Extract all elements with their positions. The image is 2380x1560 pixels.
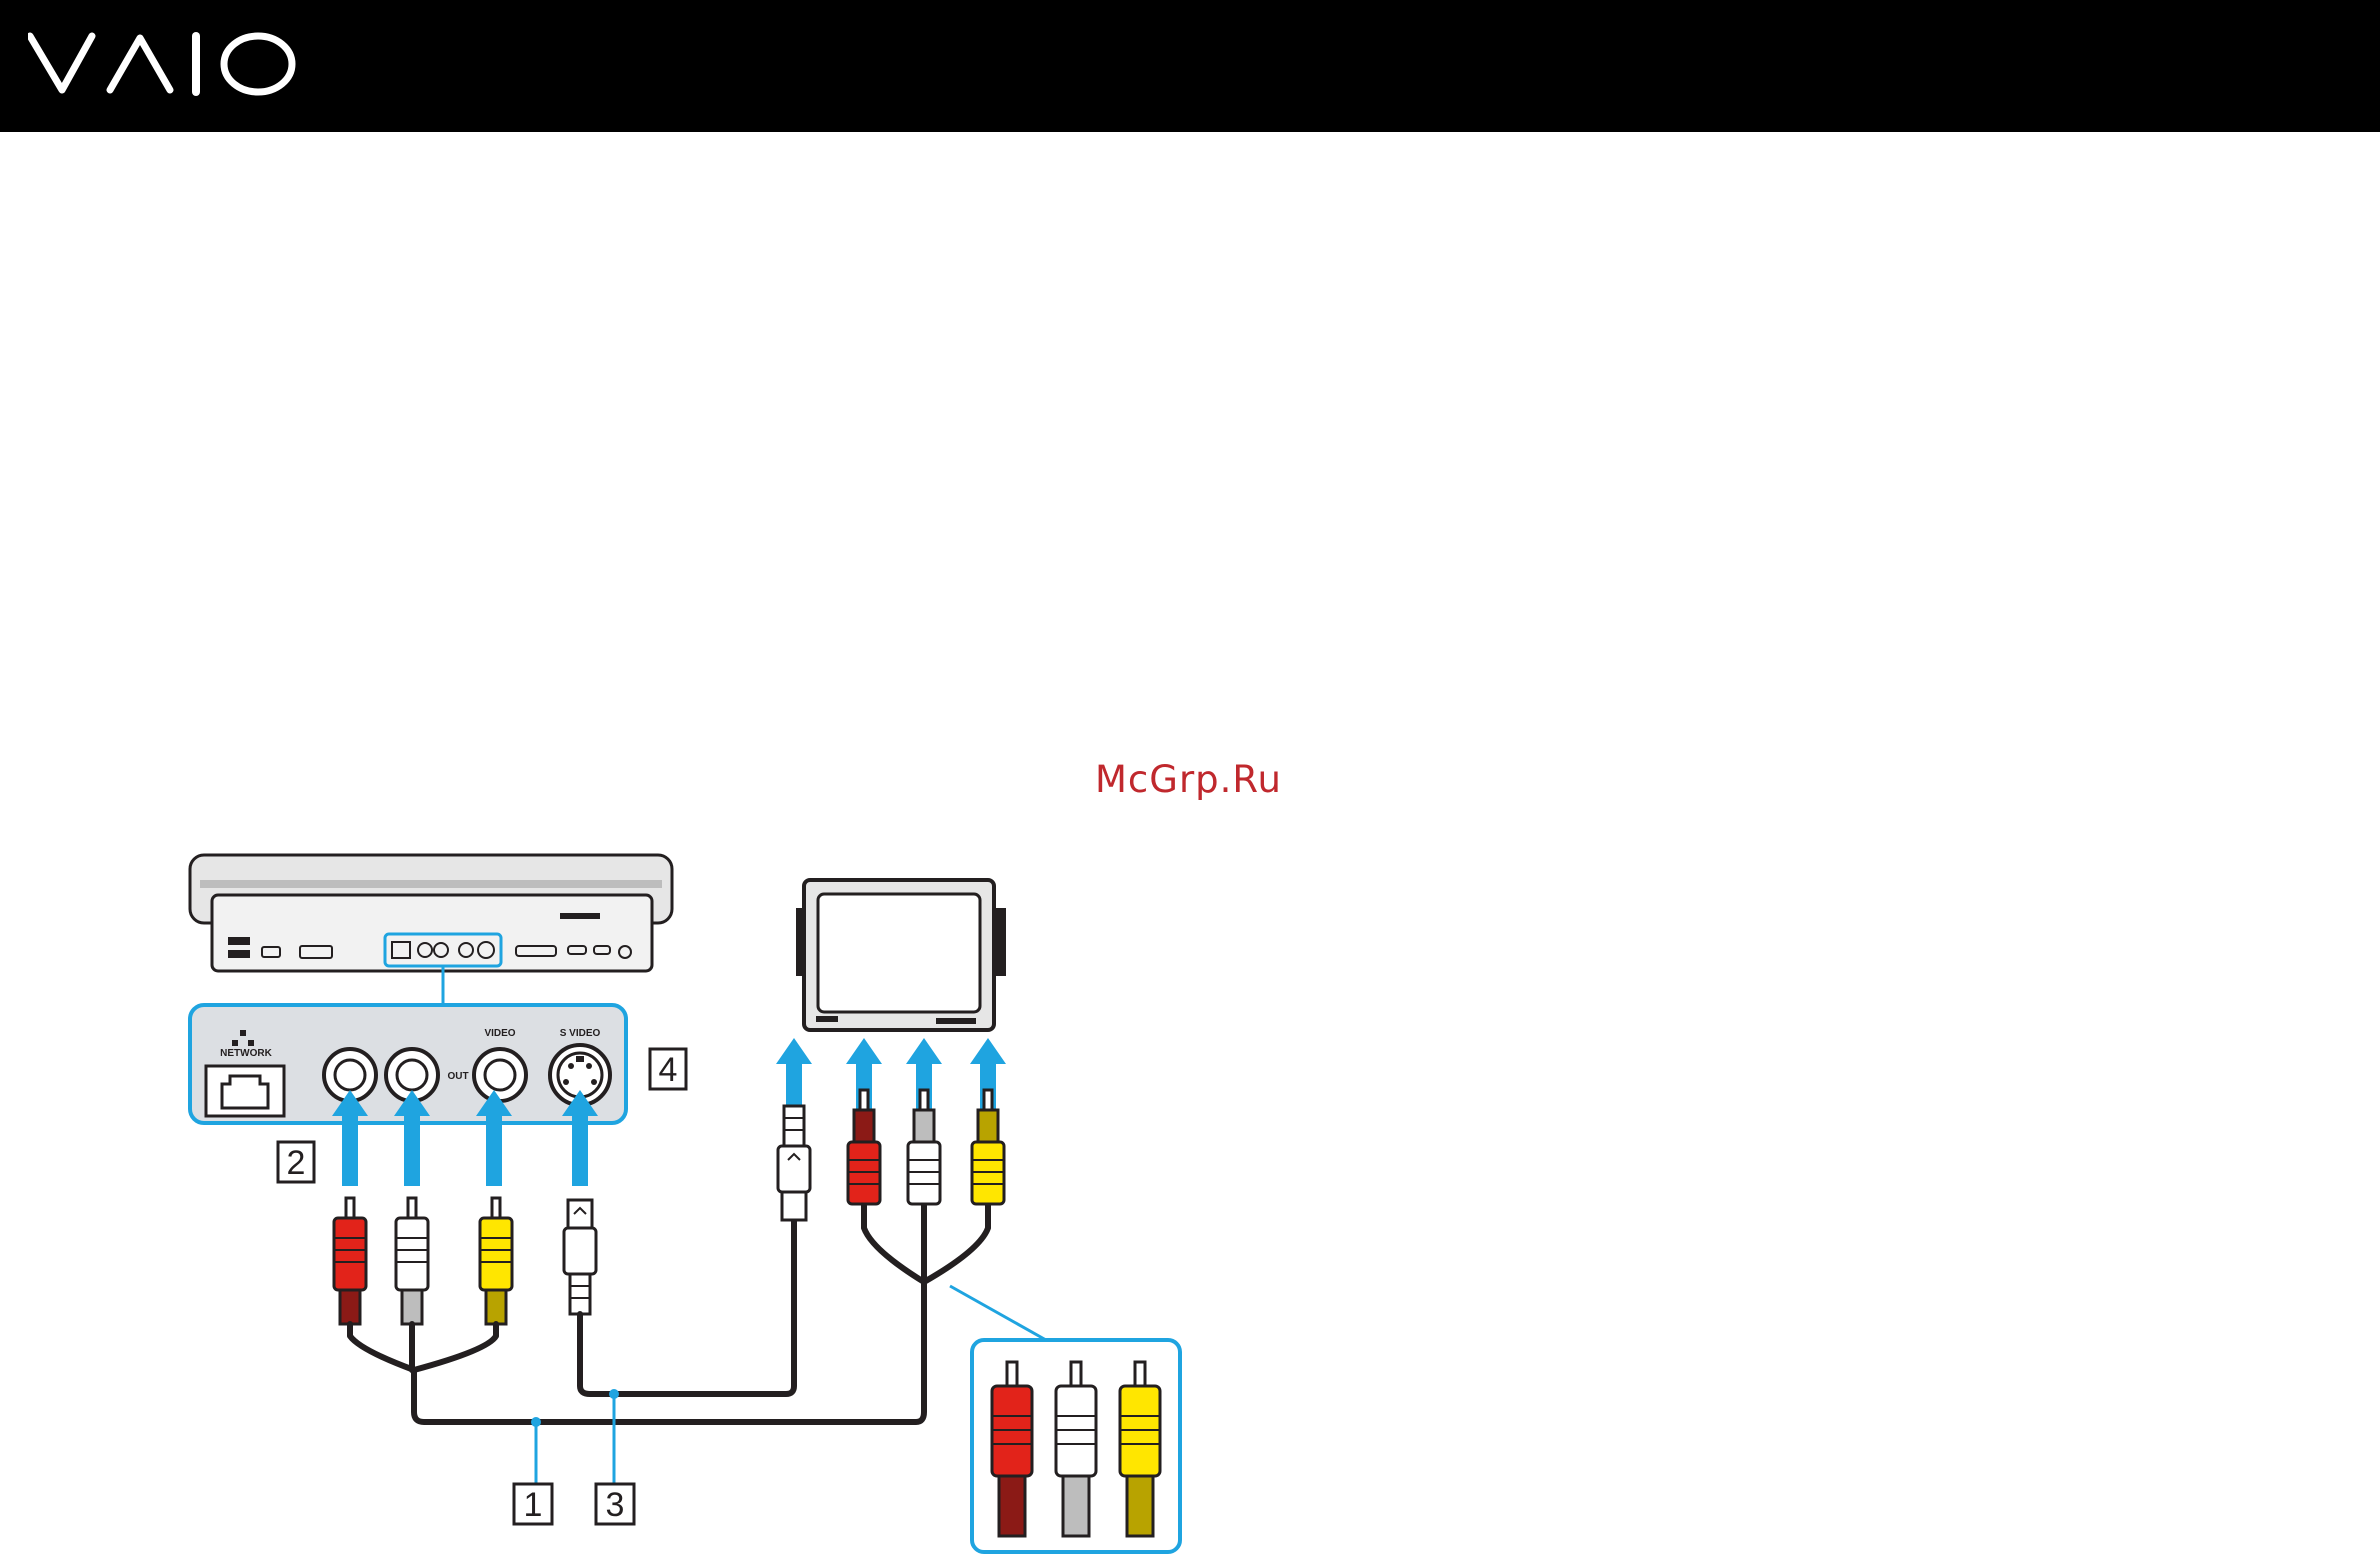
tv-set — [796, 880, 1006, 1030]
cables — [350, 1202, 988, 1422]
plug-zoom-inset — [950, 1286, 1180, 1552]
svg-text:3: 3 — [606, 1486, 625, 1524]
callout-2: 2 — [278, 1142, 314, 1182]
network-label: NETWORK — [220, 1048, 272, 1059]
plug-yellow-left — [480, 1198, 512, 1324]
video-jack — [474, 1049, 526, 1101]
callout-3: 3 — [596, 1484, 634, 1524]
s-video-label: S VIDEO — [560, 1028, 601, 1039]
plug-s-video-left — [564, 1200, 596, 1314]
svg-text:2: 2 — [287, 1144, 306, 1182]
out-label: OUT — [447, 1071, 468, 1082]
video-label: VIDEO — [484, 1028, 515, 1039]
plug-yellow-tv — [972, 1090, 1004, 1204]
svg-text:4: 4 — [659, 1051, 678, 1089]
arrows-tv — [776, 1038, 1006, 1134]
svg-text:1: 1 — [524, 1486, 543, 1524]
notebook-device — [190, 855, 672, 1005]
plug-red-left — [334, 1198, 366, 1324]
callout-1: 1 — [514, 1484, 552, 1524]
callout-4: 4 — [650, 1049, 686, 1089]
plug-white-tv — [908, 1090, 940, 1204]
plug-s-video-tv — [778, 1106, 810, 1220]
plug-white-left — [396, 1198, 428, 1324]
plug-red-tv — [848, 1090, 880, 1204]
